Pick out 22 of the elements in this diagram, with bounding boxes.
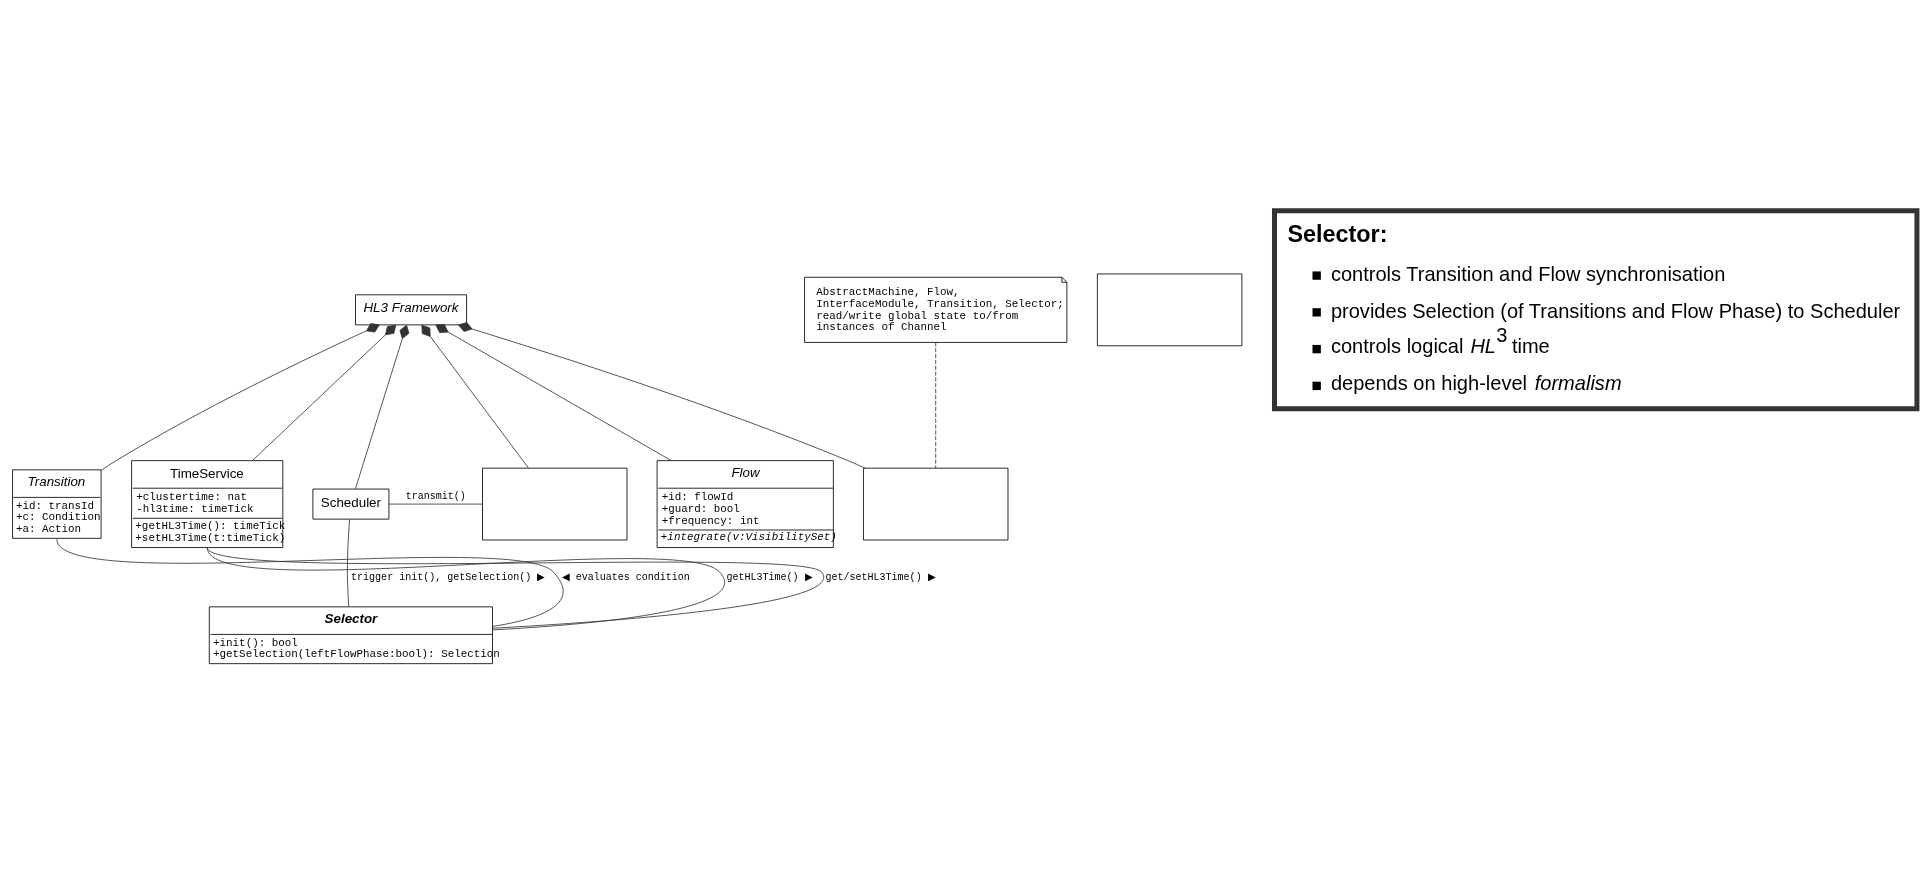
connector [252, 324, 397, 461]
node-box: HL3 Framework [355, 294, 468, 326]
node-box [1096, 273, 1243, 347]
connector [206, 547, 725, 631]
connector [458, 322, 866, 469]
connector [935, 342, 937, 469]
connector [388, 503, 483, 505]
connector [421, 324, 529, 469]
node-box: Scheduler [312, 488, 390, 520]
edge-label: transmit() [405, 490, 466, 502]
connector [100, 323, 380, 471]
connector [346, 518, 351, 608]
edge-label: getHL3Time() ▶ [726, 571, 813, 583]
edge-label: ◀ evaluates condition [561, 571, 690, 583]
connector [435, 324, 672, 462]
node-box [863, 467, 1009, 541]
connector [206, 547, 825, 629]
node-box [482, 467, 628, 541]
edge-label: trigger init(), getSelection() ▶ [351, 571, 546, 583]
connector [354, 324, 410, 490]
edge-label: get/setHL3Time() ▶ [825, 571, 936, 583]
connector [56, 538, 564, 627]
